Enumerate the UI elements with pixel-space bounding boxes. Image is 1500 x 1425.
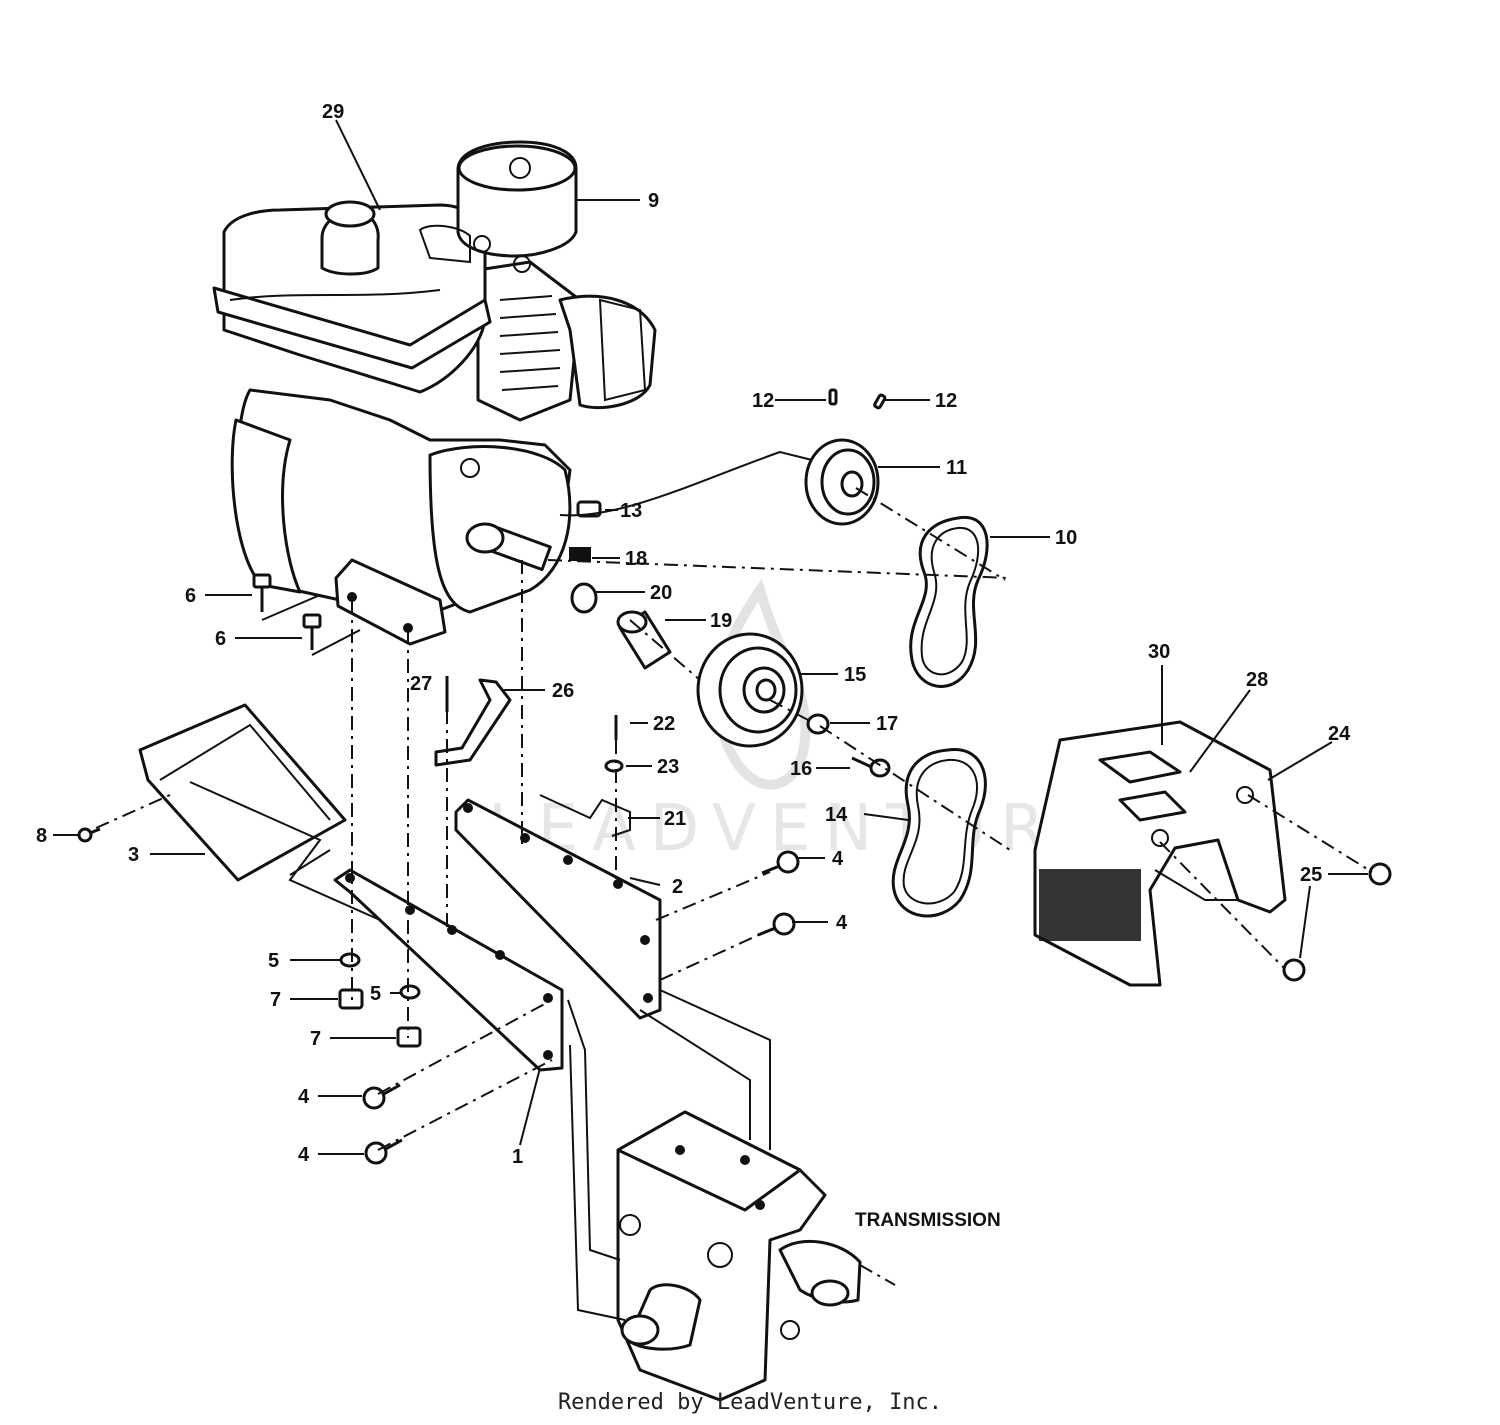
callout: 15: [844, 664, 866, 686]
bolt-16: [851, 756, 891, 778]
callout: 4: [298, 1086, 310, 1108]
callout: 25: [1300, 864, 1322, 886]
engine: [212, 140, 657, 646]
callout: 21: [664, 808, 686, 830]
callout: 4: [832, 848, 844, 870]
callout: 3: [128, 844, 139, 866]
callout: 12: [935, 390, 957, 412]
bolt-4-a: [761, 850, 800, 875]
connector-lines: [189, 450, 1240, 1321]
bolt-6-lower: [302, 613, 322, 650]
callout: 5: [370, 983, 381, 1005]
transmission: [616, 1110, 862, 1402]
callout: 26: [552, 680, 574, 702]
watermark: LEADVENTURE: [488, 792, 1113, 866]
callout: 11: [946, 457, 967, 479]
pins-12: [828, 388, 887, 410]
callout: 6: [185, 585, 196, 607]
callout: 9: [648, 190, 659, 212]
callout: 7: [270, 989, 281, 1011]
callout: 7: [310, 1028, 321, 1050]
rod-26: [434, 678, 512, 767]
callout: 22: [653, 713, 675, 735]
screw-8: [77, 827, 101, 843]
callout: 20: [650, 582, 672, 604]
callout: 17: [876, 713, 898, 735]
callout: 10: [1055, 527, 1077, 549]
nut-25-lower: [1282, 958, 1306, 982]
alignment-lines: [95, 487, 1373, 1286]
washer-5-right: [399, 984, 421, 1000]
bolt-4-c: [362, 1083, 401, 1110]
pulley-15: [696, 632, 804, 748]
key-18: [569, 547, 591, 561]
callout: 19: [710, 610, 732, 632]
bushing-19: [616, 610, 672, 670]
plate-2: [454, 798, 662, 1020]
transmission-label: TRANSMISSION: [855, 1210, 1001, 1231]
washer-23: [604, 759, 624, 773]
callout: 24: [1328, 723, 1351, 745]
callout: 4: [836, 912, 848, 934]
callout: 18: [625, 548, 647, 570]
callout: 1: [512, 1146, 523, 1168]
nut-25-upper: [1368, 862, 1392, 886]
callout: 12: [752, 390, 774, 412]
belt-14: [891, 747, 987, 918]
bolt-6-upper: [252, 573, 272, 612]
callout: 4: [298, 1144, 310, 1166]
bracket-3: [138, 703, 347, 882]
callout: 30: [1148, 641, 1170, 663]
callout: 8: [36, 825, 47, 847]
callout: 16: [790, 758, 812, 780]
callout: 13: [620, 500, 642, 522]
callout: 23: [657, 756, 679, 778]
belt-guard-24: [1033, 720, 1287, 987]
callout: 28: [1246, 669, 1268, 691]
spacer-20: [570, 582, 598, 614]
bolt-4-d: [364, 1138, 403, 1165]
key-13: [576, 500, 602, 518]
bolt-4-b: [757, 912, 796, 937]
plate-1: [333, 868, 564, 1072]
callout: 29: [322, 101, 344, 123]
callout: 2: [672, 876, 683, 898]
callouts: 29 9 12 12 11 13 10 18 20 19 6 6 15 27 2…: [36, 101, 1351, 1168]
callout: 6: [215, 628, 226, 650]
pulley-11: [804, 438, 880, 526]
callout: 27: [410, 673, 432, 695]
credit-text: Rendered by LeadVenture, Inc.: [557, 1390, 943, 1415]
washer-5-left: [339, 952, 361, 968]
callout: 5: [268, 950, 279, 972]
callout: 14: [825, 804, 848, 826]
callout-leaders: [53, 119, 1368, 1155]
